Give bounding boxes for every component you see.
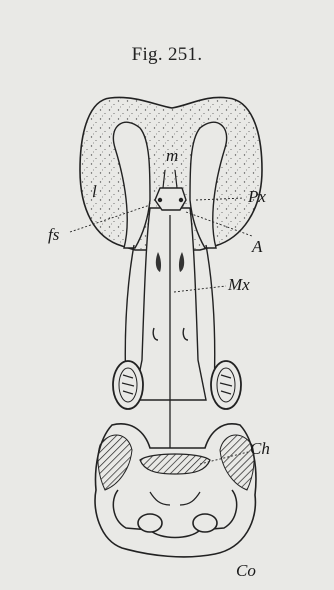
label-co: Co: [236, 562, 256, 579]
condyle-left: [138, 514, 162, 532]
label-ch: Ch: [250, 440, 270, 457]
condyle-right: [193, 514, 217, 532]
label-l: l: [92, 183, 97, 200]
label-mx: Mx: [228, 276, 250, 293]
label-px: Px: [248, 188, 266, 205]
label-m: m: [166, 147, 178, 164]
label-fs: fs: [48, 226, 59, 243]
choanae: [140, 454, 210, 474]
label-a: A: [252, 238, 262, 255]
